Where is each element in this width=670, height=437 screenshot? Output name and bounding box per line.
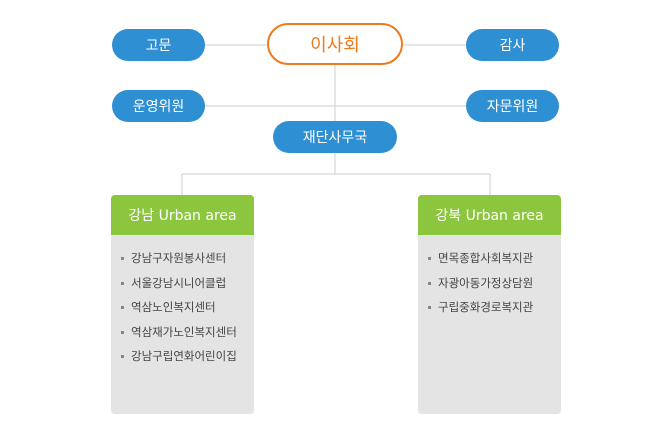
auditor-node: 감사 bbox=[466, 29, 559, 61]
list-item: 역삼재가노인복지센터 bbox=[119, 326, 254, 338]
operating-committee-node: 운영위원 bbox=[112, 90, 205, 122]
list-item: 역삼노인복지센터 bbox=[119, 301, 254, 313]
secretariat-node: 재단사무국 bbox=[273, 121, 397, 153]
board-node: 이사회 bbox=[267, 23, 403, 65]
auditor-label: 감사 bbox=[499, 38, 526, 54]
advisory-committee-node: 자문위원 bbox=[466, 90, 559, 122]
list-item: 서울강남시니어클럽 bbox=[119, 277, 254, 289]
board-label: 이사회 bbox=[310, 35, 360, 56]
list-item: 강남구립연화어린이집 bbox=[119, 350, 254, 362]
gangnam-panel-title: 강남 Urban area bbox=[111, 195, 254, 235]
secretariat-label: 재단사무국 bbox=[302, 130, 368, 146]
gangnam-panel: 강남 Urban area 강남구자원봉사센터 서울강남시니어클럽 역삼노인복지… bbox=[111, 195, 254, 414]
list-item: 구립중화경로복지관 bbox=[426, 301, 561, 313]
operating-committee-label: 운영위원 bbox=[132, 99, 185, 115]
list-item: 자광아동가정상담원 bbox=[426, 277, 561, 289]
gangnam-list: 강남구자원봉사센터 서울강남시니어클럽 역삼노인복지센터 역삼재가노인복지센터 … bbox=[111, 235, 254, 362]
advisory-committee-label: 자문위원 bbox=[486, 99, 539, 115]
advisor-node: 고문 bbox=[112, 29, 205, 61]
advisor-label: 고문 bbox=[145, 38, 172, 54]
gangbuk-list: 면목종합사회복지관 자광아동가정상담원 구립중화경로복지관 bbox=[418, 235, 561, 313]
list-item: 강남구자원봉사센터 bbox=[119, 252, 254, 264]
list-item: 면목종합사회복지관 bbox=[426, 252, 561, 264]
gangbuk-panel-title: 강북 Urban area bbox=[418, 195, 561, 235]
gangbuk-panel: 강북 Urban area 면목종합사회복지관 자광아동가정상담원 구립중화경로… bbox=[418, 195, 561, 414]
